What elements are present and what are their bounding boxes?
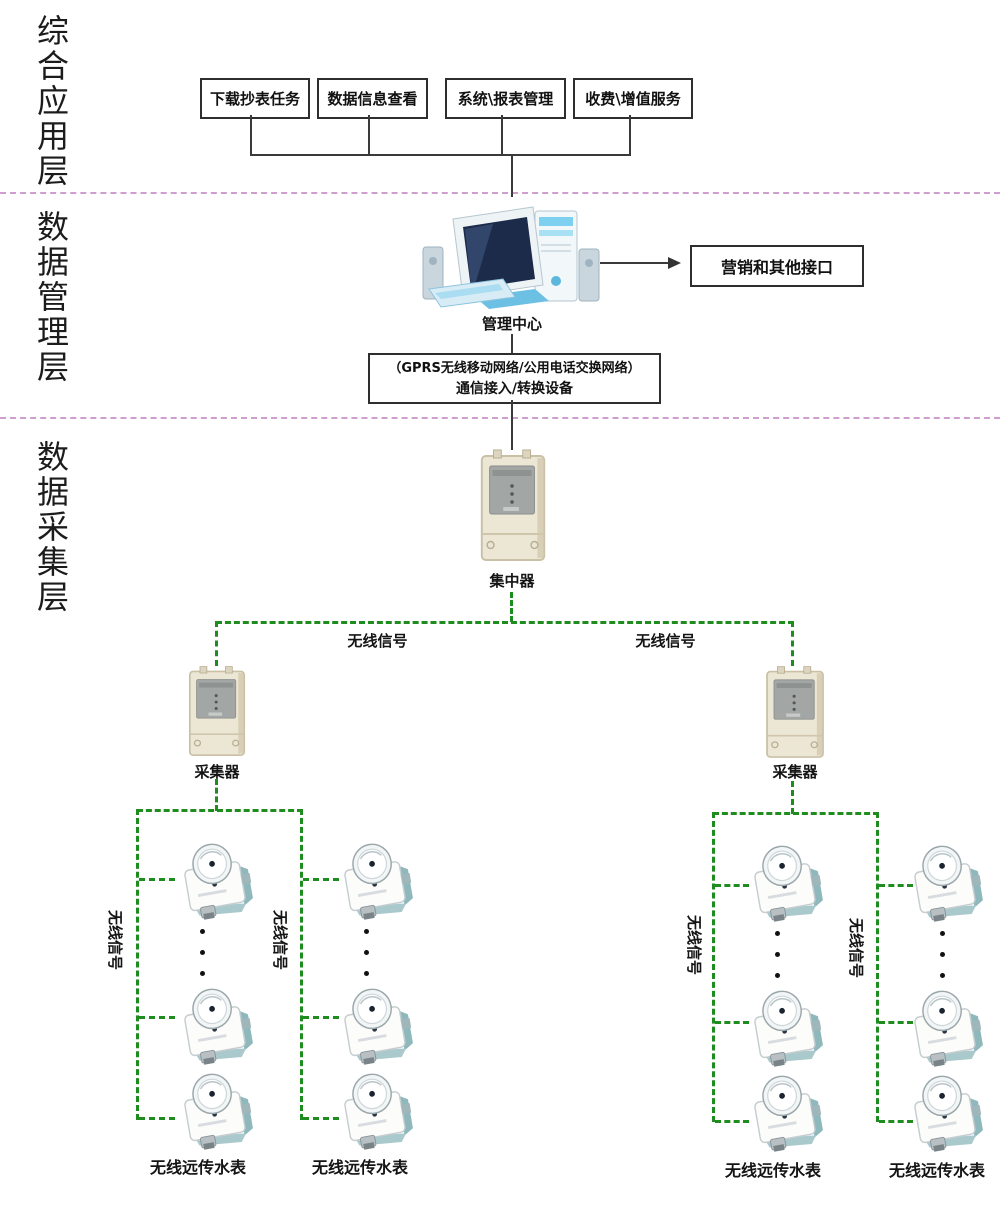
layer-label-application: 综合应用层 bbox=[32, 14, 70, 189]
meter-device-graphic bbox=[188, 666, 246, 756]
wireless-signal-label-branch-d: 无线信号 bbox=[847, 917, 865, 978]
concentrator-device bbox=[474, 448, 552, 566]
signal-stub-c1 bbox=[715, 884, 749, 887]
signal-concentrator-drop bbox=[510, 592, 513, 622]
signal-collector-left-drop bbox=[215, 779, 218, 811]
signal-drop-collector-left bbox=[215, 621, 218, 666]
water-meter-graphic bbox=[914, 1075, 983, 1152]
collector-label-right: 采集器 bbox=[772, 763, 818, 781]
water-meter-graphic bbox=[184, 988, 253, 1065]
wireless-signal-label-right: 无线信号 bbox=[635, 632, 696, 650]
arrowhead-icon bbox=[668, 257, 681, 269]
layer-separator-1 bbox=[0, 192, 1000, 194]
signal-stub-a2 bbox=[139, 1016, 175, 1019]
signal-trunk-bus bbox=[216, 621, 794, 624]
network-box: （GPRS无线移动网络/公用电话交换网络） 通信接入/转换设备 bbox=[368, 353, 661, 404]
app-box-download-task: 下载抄表任务 bbox=[200, 78, 310, 119]
water-meter-a3 bbox=[173, 1070, 259, 1152]
signal-collector-right-drop bbox=[791, 781, 794, 814]
computer-icon bbox=[422, 206, 600, 309]
water-meter-graphic bbox=[754, 1075, 823, 1152]
signal-stub-d3 bbox=[879, 1120, 913, 1123]
wireless-signal-label-branch-a: 无线信号 bbox=[106, 909, 124, 970]
management-center-label: 管理中心 bbox=[481, 315, 542, 333]
connector-box2-drop bbox=[368, 115, 370, 156]
signal-branch-bus-right bbox=[713, 812, 879, 815]
water-meter-label-d: 无线远传水表 bbox=[888, 1161, 985, 1180]
network-box-line2: 通信接入/转换设备 bbox=[455, 380, 574, 397]
signal-stub-a1 bbox=[139, 878, 175, 881]
ellipsis-dots-a bbox=[200, 929, 205, 976]
collector-label-left: 采集器 bbox=[194, 763, 240, 781]
network-box-line1: （GPRS无线移动网络/公用电话交换网络） bbox=[388, 360, 641, 376]
wireless-signal-label-branch-c: 无线信号 bbox=[685, 914, 703, 975]
layer-label-collection: 数据采集层 bbox=[32, 440, 70, 615]
signal-stub-d1 bbox=[879, 884, 913, 887]
water-meter-b2 bbox=[333, 985, 419, 1067]
app-box-billing-service: 收费\增值服务 bbox=[573, 78, 693, 119]
connector-network-to-concentrator bbox=[511, 400, 513, 450]
signal-stub-c3 bbox=[715, 1120, 749, 1123]
water-meter-d2 bbox=[903, 987, 989, 1069]
water-meter-graphic bbox=[344, 1073, 413, 1150]
signal-branch-d bbox=[876, 812, 879, 1122]
layer-label-management: 数据管理层 bbox=[32, 210, 70, 385]
ellipsis-dots-c bbox=[775, 931, 780, 978]
collector-device-right bbox=[760, 665, 830, 762]
water-meter-graphic bbox=[754, 845, 823, 922]
ellipsis-dots-b bbox=[364, 929, 369, 976]
water-meter-graphic bbox=[344, 843, 413, 920]
water-meter-c2 bbox=[743, 987, 829, 1069]
arrow-line-to-interface bbox=[600, 262, 670, 264]
water-meter-graphic bbox=[344, 988, 413, 1065]
signal-stub-b3 bbox=[303, 1117, 339, 1120]
water-meter-graphic bbox=[184, 843, 253, 920]
signal-branch-bus-left bbox=[137, 809, 303, 812]
water-meter-c3 bbox=[743, 1072, 829, 1154]
connector-computer-to-network bbox=[511, 334, 513, 353]
signal-branch-c bbox=[712, 812, 715, 1122]
meter-device-graphic bbox=[480, 449, 546, 561]
signal-drop-collector-right bbox=[791, 621, 794, 666]
water-meter-a1 bbox=[173, 840, 259, 922]
app-box-data-view: 数据信息查看 bbox=[317, 78, 428, 119]
connector-box3-drop bbox=[501, 115, 503, 156]
app-box-report-manage: 系统\报表管理 bbox=[445, 78, 566, 119]
layer-separator-2 bbox=[0, 417, 1000, 419]
wireless-signal-label-branch-b: 无线信号 bbox=[271, 909, 289, 970]
meter-device-graphic bbox=[766, 666, 824, 758]
signal-stub-b2 bbox=[303, 1016, 339, 1019]
signal-stub-a3 bbox=[139, 1117, 175, 1120]
management-computer bbox=[415, 197, 610, 313]
water-meter-label-a: 无线远传水表 bbox=[149, 1158, 246, 1177]
water-meter-graphic bbox=[914, 845, 983, 922]
connector-box1-drop bbox=[250, 115, 252, 156]
water-meter-d1 bbox=[903, 842, 989, 924]
connector-app-bus bbox=[250, 154, 631, 156]
water-meter-label-c: 无线远传水表 bbox=[724, 1161, 821, 1180]
signal-stub-c2 bbox=[715, 1021, 749, 1024]
wireless-signal-label-left: 无线信号 bbox=[347, 632, 408, 650]
signal-stub-b1 bbox=[303, 878, 339, 881]
connector-box4-drop bbox=[629, 115, 631, 156]
water-meter-b1 bbox=[333, 840, 419, 922]
ellipsis-dots-d bbox=[940, 931, 945, 978]
interface-box: 营销和其他接口 bbox=[690, 245, 864, 287]
signal-branch-a bbox=[136, 809, 139, 1120]
water-meter-d3 bbox=[903, 1072, 989, 1154]
signal-branch-b bbox=[300, 809, 303, 1120]
water-meter-graphic bbox=[184, 1073, 253, 1150]
water-meter-graphic bbox=[754, 990, 823, 1067]
signal-stub-d2 bbox=[879, 1021, 913, 1024]
water-meter-label-b: 无线远传水表 bbox=[311, 1158, 408, 1177]
water-meter-a2 bbox=[173, 985, 259, 1067]
water-meter-b3 bbox=[333, 1070, 419, 1152]
water-meter-c1 bbox=[743, 842, 829, 924]
connector-bus-to-computer bbox=[511, 154, 513, 197]
collector-device-left bbox=[183, 665, 251, 760]
water-meter-graphic bbox=[914, 990, 983, 1067]
concentrator-label: 集中器 bbox=[489, 572, 535, 590]
